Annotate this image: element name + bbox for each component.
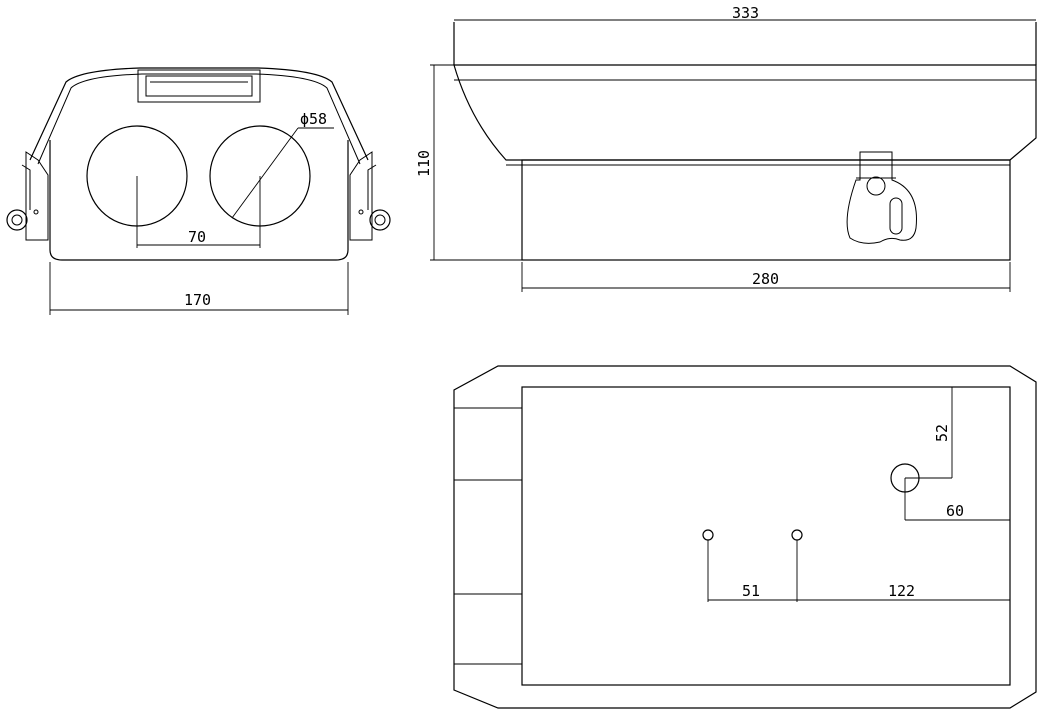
left-mount-ring <box>6 209 28 231</box>
side-length-label: 333 <box>732 4 759 22</box>
front-diameter-label: ϕ58 <box>300 110 327 128</box>
bottom-small-hole-spacing-label: 51 <box>742 582 760 600</box>
right-bracket <box>349 151 373 241</box>
front-hood <box>29 67 369 161</box>
side-base-length-label: 280 <box>752 270 779 288</box>
front-width-label: 170 <box>184 291 211 309</box>
front-spacing-label: 70 <box>188 228 206 246</box>
bottom-small-hole-offset-label: 122 <box>888 582 915 600</box>
top-handle-inner <box>145 75 253 97</box>
bottom-hole-x-label: 60 <box>946 502 964 520</box>
side-height-label: 110 <box>415 150 433 177</box>
bottom-view: 52 60 51 122 <box>453 365 1037 709</box>
bottom-mount-hole-1 <box>702 529 714 541</box>
bottom-housing <box>521 386 1011 686</box>
top-handle-outer <box>137 69 261 103</box>
bottom-outer-outline <box>453 365 1037 709</box>
bottom-mount-hole-2 <box>791 529 803 541</box>
front-housing-outline <box>49 140 349 261</box>
front-hood-inner <box>37 73 361 165</box>
right-mount-ring <box>369 209 391 231</box>
side-view: 333 110 280 <box>415 4 1037 292</box>
front-view: 70 ϕ58 170 <box>6 67 391 315</box>
side-housing-body <box>521 159 1011 261</box>
left-bracket <box>25 151 49 241</box>
side-sunshield <box>453 64 1037 161</box>
bottom-hole-y-label: 52 <box>933 424 951 442</box>
side-latch <box>846 151 917 244</box>
